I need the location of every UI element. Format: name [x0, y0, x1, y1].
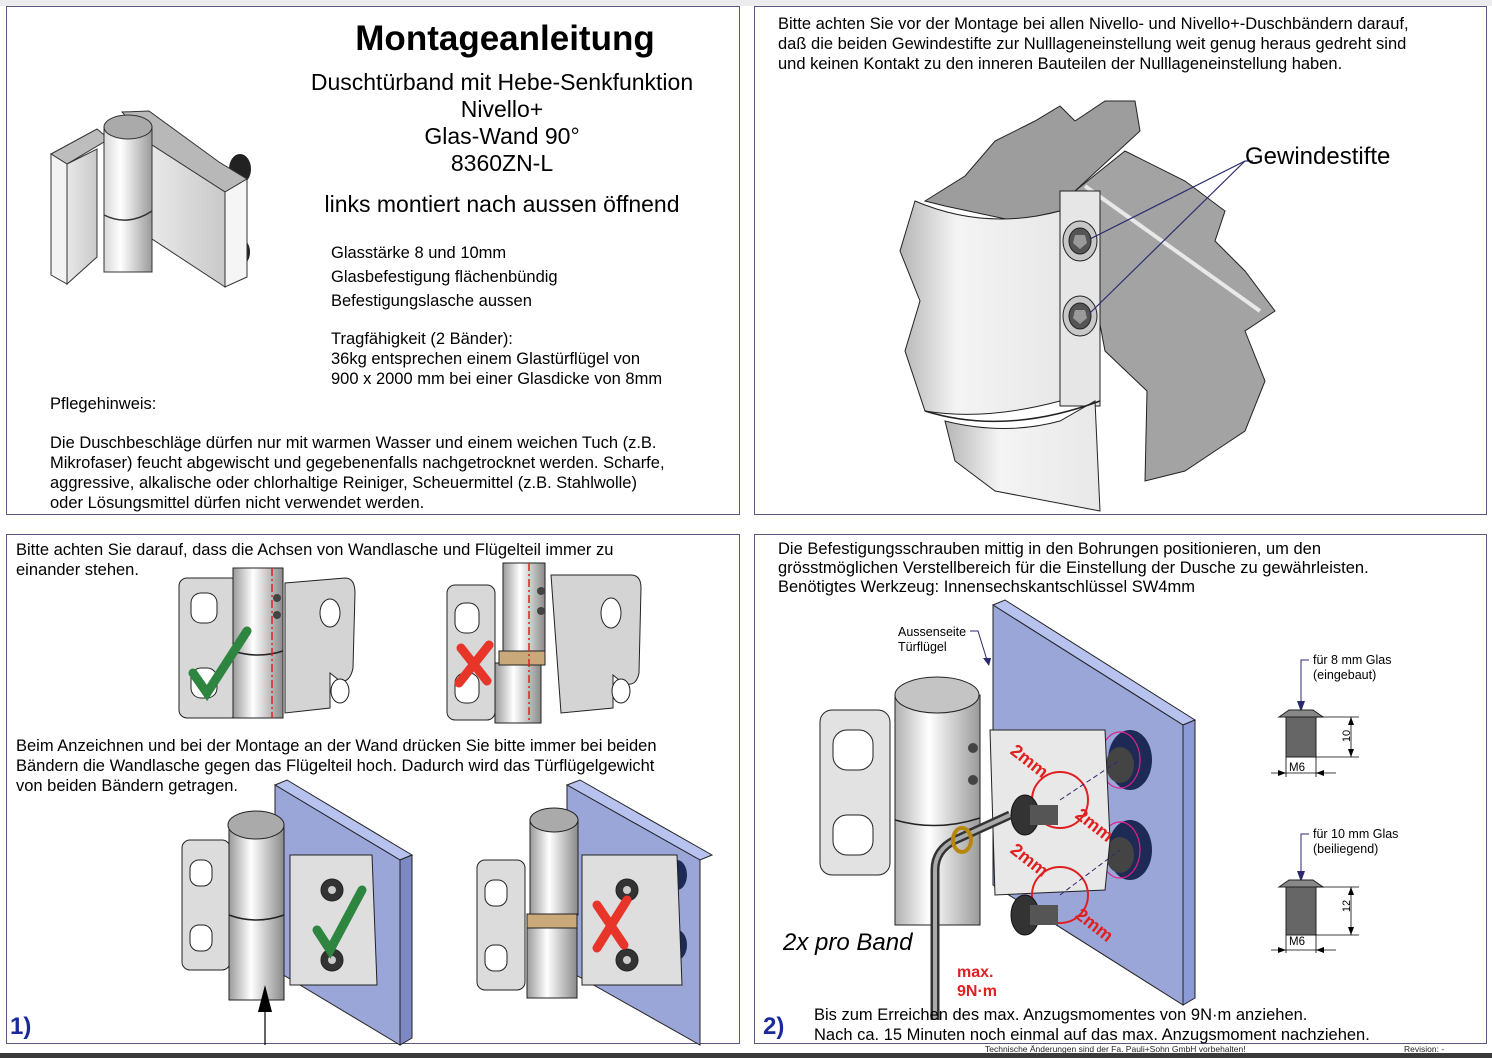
- fixing-screw-upper: [1010, 771, 1089, 836]
- spec-glass-thickness: Glasstärke 8 und 10mm: [331, 244, 507, 262]
- cross-icon: [592, 895, 632, 953]
- torque-label-line-1: max.: [957, 964, 994, 981]
- step2-intro-line-3: Benötigtes Werkzeug: Innensechskantschlü…: [778, 578, 1195, 596]
- screw-spec-label-line-2: (eingebaut): [1313, 668, 1377, 682]
- care-line-3: aggressive, alkalische oder chlorhaltige…: [50, 474, 637, 492]
- step1-press-line-3: von beiden Bändern getragen.: [16, 777, 239, 795]
- glass-screw-lower: [1099, 820, 1152, 880]
- product-number: 8360ZN-L: [450, 150, 554, 176]
- screw-thread-label: M6: [1289, 762, 1305, 774]
- bottom-strip: [0, 1053, 1492, 1058]
- care-line-1: Die Duschbeschläge dürfen nur mit warmen…: [50, 434, 657, 452]
- product-variant: Glas-Wand 90°: [424, 123, 580, 149]
- product-line: Nivello+: [460, 96, 544, 122]
- screw-length-label: 12: [1341, 899, 1354, 913]
- step1-press-line-1: Beim Anzeichnen und bei der Montage an d…: [16, 737, 657, 755]
- step2-outro-line-1: Bis zum Erreichen des max. Anzugsmomente…: [814, 1006, 1308, 1024]
- step-number: 1): [10, 1013, 32, 1040]
- screw-length-label: 10: [1341, 729, 1354, 743]
- step2-intro-line-1: Die Befestigungsschrauben mittig in den …: [778, 540, 1322, 558]
- cross-icon: [454, 640, 494, 688]
- step1-press-line-2: Bändern die Wandlasche gegen das Flügelt…: [16, 757, 655, 775]
- hinge-illustration: [50, 110, 251, 288]
- panel-step-1: Bitte achten Sie darauf, dass die Achsen…: [6, 534, 740, 1046]
- spec-glass-fixing: Glasbefestigung flächenbündig: [331, 268, 558, 286]
- panel-set-screw-notice: Bitte achten Sie vor der Montage bei all…: [754, 6, 1487, 515]
- screw-thread-label: M6: [1289, 936, 1305, 948]
- footer-revision: Revision: -: [1404, 1044, 1445, 1054]
- step1-intro-line-2: einander stehen.: [16, 561, 139, 579]
- screw-spec-label-line-2: (beiliegend): [1313, 842, 1379, 856]
- button-head-screw-icon: [1271, 833, 1359, 953]
- mounting-direction: links montiert nach aussen öffnend: [324, 191, 680, 217]
- glass-screw-upper: [1099, 730, 1152, 790]
- quantity-label: 2x pro Band: [783, 929, 913, 956]
- button-head-screw-icon: [1271, 659, 1359, 777]
- step2-outro-line-2: Nach ca. 15 Minuten noch einmal auf das …: [814, 1026, 1370, 1044]
- screw-spec-label-line-1: für 10 mm Glas: [1313, 827, 1399, 841]
- set-screw-upper: [1062, 220, 1098, 262]
- push-up-arrow-icon: [258, 985, 272, 1045]
- panel-title-info: Montageanleitung Duschtürband mit Hebe-S…: [6, 6, 740, 515]
- step2-intro-line-2: grösstmöglichen Verstellbereich für die …: [778, 559, 1369, 577]
- torque-label-line-2: 9N·m: [957, 983, 998, 1000]
- notice-line-2: daß die beiden Gewindestifte zur Nulllag…: [778, 35, 1407, 53]
- step-number: 2): [763, 1013, 785, 1040]
- set-screw-detail-illustration: [899, 100, 1276, 512]
- check-icon: [312, 885, 367, 959]
- top-strip: [0, 0, 1492, 6]
- notice-line-3: und keinen Kontakt zu den inneren Bautei…: [778, 55, 1343, 73]
- mounted-correct-illustration: [181, 779, 414, 1046]
- glass-side-label-line-1: Aussenseite: [898, 625, 967, 639]
- fixing-screw-lower: [1010, 866, 1089, 936]
- misaligned-hinge-illustration: [446, 562, 642, 724]
- capacity-title: Tragfähigkeit (2 Bänder):: [331, 330, 513, 348]
- document-title: Montageanleitung: [355, 19, 655, 58]
- spec-fixing-plate: Befestigungslasche aussen: [331, 292, 532, 310]
- product-name: Duschtürband mit Hebe-Senkfunktion: [310, 69, 694, 95]
- mounted-wrong-illustration: [476, 779, 714, 1046]
- care-line-4: oder Lösungsmittel dürfen nicht verwende…: [50, 494, 425, 512]
- footer-notice: Technische Änderungen sind der Fa. Pauli…: [985, 1044, 1246, 1054]
- step1-intro-line-1: Bitte achten Sie darauf, dass die Achsen…: [16, 541, 614, 559]
- screw-spec-label-line-1: für 8 mm Glas: [1313, 653, 1392, 667]
- set-screw-lower: [1062, 295, 1098, 337]
- care-title: Pflegehinweis:: [50, 395, 157, 413]
- aligned-hinge-illustration: [178, 567, 356, 719]
- check-icon: [188, 626, 252, 702]
- glass-side-label-line-2: Türflügel: [898, 640, 947, 654]
- set-screw-callout: Gewindestifte: [1245, 143, 1391, 170]
- capacity-line-2: 900 x 2000 mm bei einer Glasdicke von 8m…: [331, 370, 663, 388]
- panel-step-2: Die Befestigungsschrauben mittig in den …: [754, 534, 1487, 1044]
- capacity-line-1: 36kg entsprechen einem Glastürflügel von: [331, 350, 641, 368]
- hex-key-icon: [930, 810, 1012, 1020]
- care-line-2: Mikrofaser) feucht abgewischt und gegebe…: [50, 454, 665, 472]
- screw-adjustment-illustration: [819, 599, 1197, 1020]
- notice-line-1: Bitte achten Sie vor der Montage bei all…: [778, 15, 1409, 33]
